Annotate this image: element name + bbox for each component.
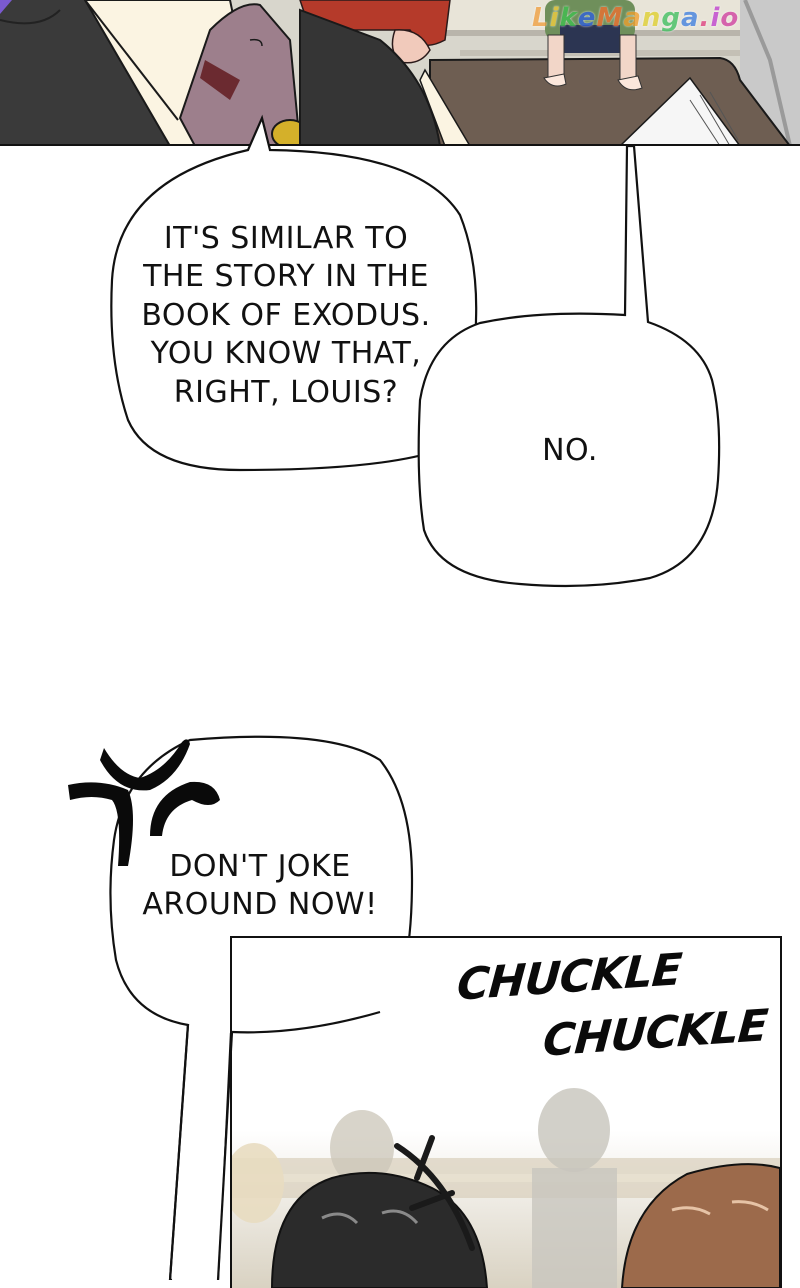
site-watermark: LikeManga.io <box>532 3 739 33</box>
watermark-letter: . <box>699 3 711 33</box>
bottom-panel: CHUCKLE CHUCKLE <box>230 936 782 1288</box>
bubble2-text: NO. <box>470 432 670 470</box>
watermark-letter: M <box>596 3 624 33</box>
watermark-letter: n <box>641 3 662 33</box>
top-panel-border <box>0 144 800 146</box>
bubble3-line: DON'T JOKE <box>169 849 351 884</box>
watermark-letter: g <box>661 3 681 33</box>
bubble3-text: DON'T JOKE AROUND NOW! <box>128 848 392 925</box>
watermark-letter: i <box>710 3 721 33</box>
top-panel-art <box>0 0 800 146</box>
watermark-letter: k <box>559 3 578 33</box>
bubble3-line: AROUND NOW! <box>142 887 378 923</box>
bubble1-line: YOU KNOW THAT, <box>150 336 422 372</box>
anger-mark-icon <box>68 739 220 866</box>
bubble2-outline <box>417 144 721 588</box>
bubble1-line: IT'S SIMILAR TO <box>163 221 409 256</box>
top-panel: LikeManga.io <box>0 0 800 146</box>
bubble1-line: RIGHT, LOUIS? <box>173 374 399 410</box>
bottom-panel-art <box>232 938 780 1288</box>
watermark-letter: o <box>720 3 740 33</box>
watermark-letter: L <box>532 3 550 33</box>
bubble2-line: NO. <box>542 433 598 468</box>
bubble1-text: IT'S SIMILAR TO THE STORY IN THE BOOK OF… <box>126 220 446 412</box>
watermark-letter: i <box>549 3 560 33</box>
bubble1-line: BOOK OF EXODUS. <box>141 297 431 333</box>
bubble1-outline <box>110 114 478 472</box>
watermark-letter: a <box>623 3 642 33</box>
watermark-letter: e <box>577 3 597 33</box>
bubble1-line: THE STORY IN THE <box>143 259 429 295</box>
watermark-letter: a <box>681 3 700 33</box>
